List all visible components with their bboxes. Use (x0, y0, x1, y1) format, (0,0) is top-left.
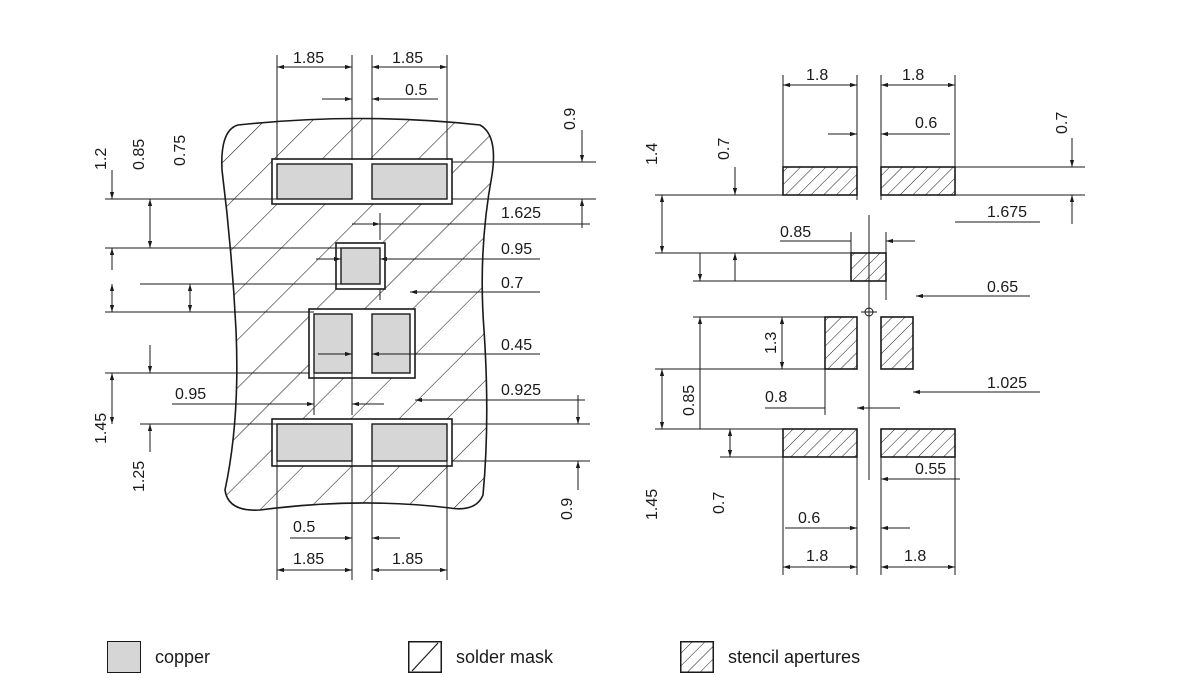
dim-label: 0.6 (915, 115, 937, 132)
dim-label: 0.7 (501, 275, 523, 292)
legend-solder-mask-label: solder mask (456, 646, 554, 667)
dim-label: 1.8 (902, 67, 924, 84)
left-dimension-lines (105, 55, 596, 580)
left-view: 1.85 1.85 0.5 0.9 1.2 0.85 0.75 1.625 0.… (93, 50, 596, 580)
pad-small (335, 242, 386, 290)
dim-label: 1.8 (806, 548, 828, 565)
dim-label: 0.85 (681, 385, 698, 416)
legend-copper: copper (107, 640, 210, 674)
dim-label: 0.7 (1054, 112, 1071, 134)
aperture-center-left (824, 316, 858, 370)
dim-label: 0.7 (716, 138, 733, 160)
legend-stencil-label: stencil apertures (728, 646, 861, 667)
dim-label: 0.7 (711, 492, 728, 514)
dim-label: 1.025 (987, 375, 1027, 392)
dim-label: 1.85 (293, 551, 324, 568)
dim-label: 0.5 (293, 519, 315, 536)
dim-label: 1.45 (644, 489, 661, 520)
dim-label: 0.9 (562, 108, 579, 130)
dim-label: 0.95 (501, 241, 532, 258)
aperture-top-right (880, 166, 956, 196)
solder-mask-swatch-icon (408, 641, 442, 673)
aperture-center-right (880, 316, 914, 370)
right-dimension-lines (655, 75, 1085, 575)
left-dimension-labels: 1.85 1.85 0.5 0.9 1.2 0.85 0.75 1.625 0.… (93, 50, 579, 568)
copper-swatch-icon (107, 641, 141, 673)
dim-label: 1.2 (93, 148, 110, 170)
dim-label: 0.8 (765, 389, 787, 406)
dim-label: 1.45 (93, 413, 110, 444)
dim-label: 1.85 (293, 50, 324, 67)
pad-center (308, 308, 416, 379)
pad-bottom (271, 418, 453, 467)
dim-label: 0.925 (501, 382, 541, 399)
stencil-swatch-icon (680, 641, 714, 673)
dim-label: 0.55 (915, 461, 946, 478)
dim-label: 1.25 (131, 461, 148, 492)
right-dimension-labels: 1.8 1.8 0.6 0.7 1.4 0.7 1.675 0.85 0.65 … (644, 67, 1071, 565)
legend-copper-label: copper (155, 646, 211, 667)
dim-label: 0.75 (172, 135, 189, 166)
dim-label: 1.85 (392, 50, 423, 67)
dim-label: 1.675 (987, 204, 1027, 221)
dim-label: 0.6 (798, 510, 820, 527)
legend-solder-mask: solder mask (408, 640, 553, 674)
dim-label: 0.95 (175, 386, 206, 403)
right-view: 1.8 1.8 0.6 0.7 1.4 0.7 1.675 0.85 0.65 … (644, 67, 1085, 575)
dim-label: 1.85 (392, 551, 423, 568)
dim-label: 1.4 (644, 143, 661, 165)
aperture-top-left (782, 166, 858, 196)
dim-label: 1.625 (501, 205, 541, 222)
dim-label: 0.65 (987, 279, 1018, 296)
dim-label: 0.9 (559, 498, 576, 520)
dim-label: 0.45 (501, 337, 532, 354)
legend-stencil: stencil apertures (680, 640, 860, 674)
dim-label: 1.8 (806, 67, 828, 84)
aperture-bottom-right (880, 428, 956, 458)
dim-label: 0.5 (405, 82, 427, 99)
dim-label: 1.8 (904, 548, 926, 565)
dim-label: 1.3 (763, 332, 780, 354)
pad-top (271, 158, 453, 205)
aperture-bottom-left (782, 428, 858, 458)
dim-label: 0.85 (131, 139, 148, 170)
dim-label: 0.85 (780, 224, 811, 241)
